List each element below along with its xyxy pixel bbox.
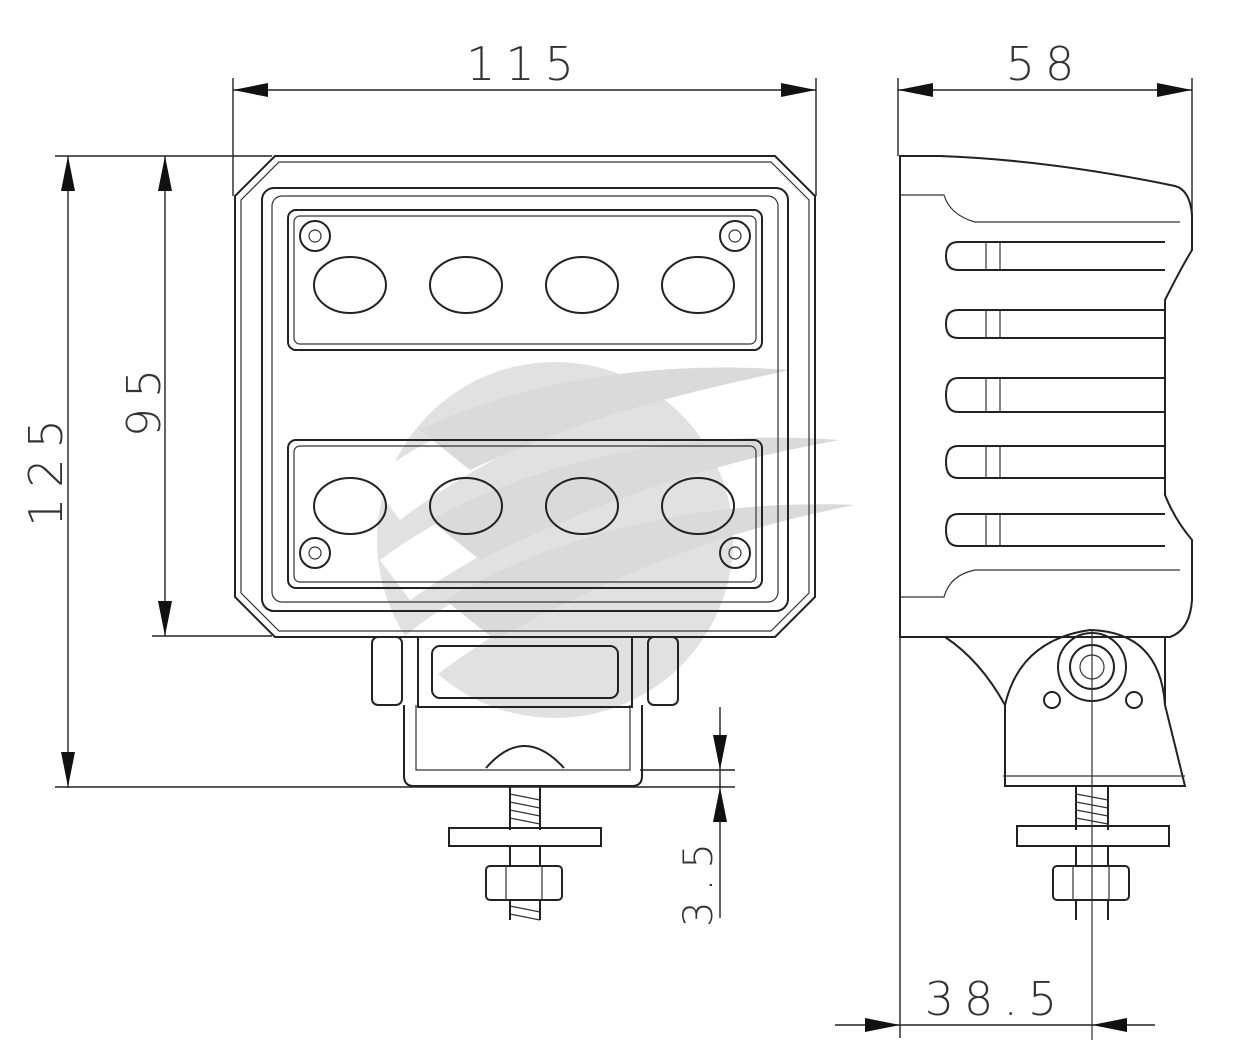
dimension-depth-side: 58: [897, 37, 1193, 215]
dimension-label: 38.5: [925, 972, 1067, 1026]
dimension-label: 58: [1006, 37, 1085, 91]
led-lens: [313, 256, 387, 314]
dimension-width-front: 115: [232, 37, 817, 196]
dimension-label: 125: [19, 409, 73, 527]
led-module-top: [287, 209, 763, 351]
led-lens: [661, 256, 735, 314]
mounting-bracket-front: [371, 636, 679, 787]
cooling-fins: [944, 241, 1165, 547]
lens-frame: [261, 187, 789, 612]
led-lens: [661, 477, 735, 535]
dimension-label: 3.5: [676, 833, 722, 927]
screw-icon: [299, 537, 331, 569]
dimension-label: 95: [117, 359, 171, 438]
screw-icon: [719, 537, 751, 569]
led-lens: [545, 256, 619, 314]
side-housing-outline: [899, 155, 1193, 638]
led-lens: [313, 477, 387, 535]
led-lens: [429, 477, 503, 535]
dimension-height-housing: 95: [117, 156, 272, 637]
dimension-height-total: 125: [19, 155, 735, 788]
screw-icon: [719, 220, 751, 252]
screw-icon: [299, 220, 331, 252]
dimension-offset-side: 38.5: [835, 637, 1155, 1038]
mounting-bracket-side: [944, 628, 1187, 787]
bolt-assembly-side: [1016, 786, 1170, 920]
bolt-assembly-front: [448, 786, 602, 921]
led-lens: [429, 256, 503, 314]
led-module-bottom: [287, 439, 763, 589]
led-lens: [545, 477, 619, 535]
front-view: [234, 155, 816, 921]
side-view: [899, 155, 1193, 1040]
dimension-bolt: 3.5: [640, 707, 735, 927]
housing-outline: [234, 155, 816, 638]
watermark-logo: [370, 362, 860, 718]
dimension-label: 115: [466, 37, 584, 91]
